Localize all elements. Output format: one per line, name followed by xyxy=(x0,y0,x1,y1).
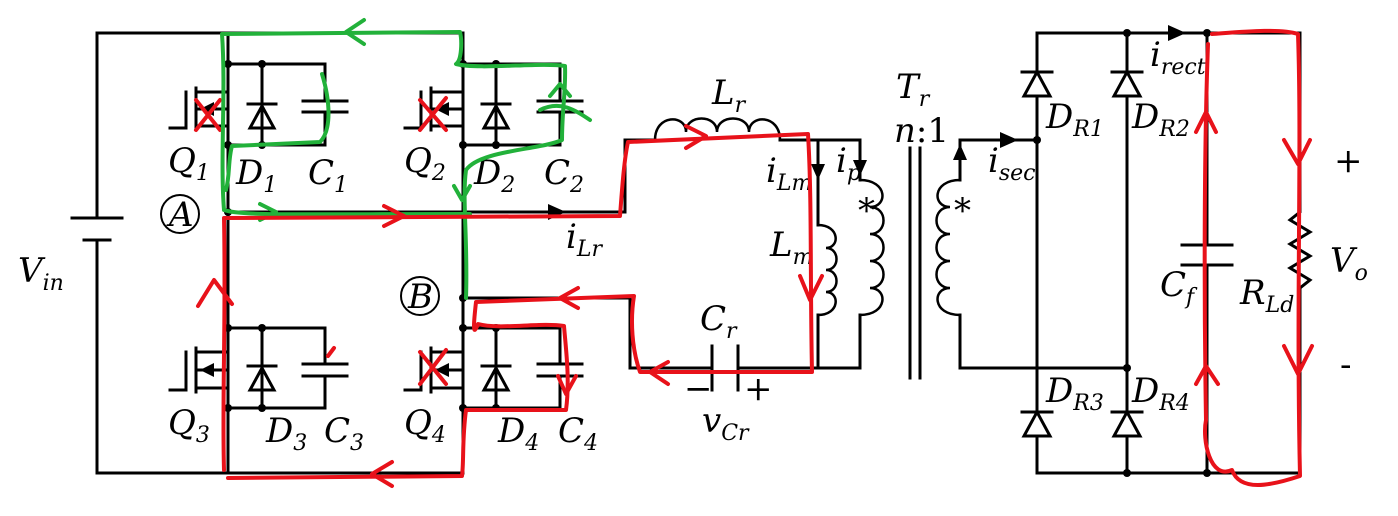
vin-battery xyxy=(70,216,124,242)
dr3-diode xyxy=(1020,408,1054,438)
lr-label: Lr xyxy=(711,73,747,118)
red-current-loop-primary xyxy=(221,132,814,480)
dr4-diode xyxy=(1110,408,1144,438)
c4-label: C4 xyxy=(558,411,598,456)
q4-off-mark xyxy=(418,348,448,386)
ilm-arrow xyxy=(811,148,825,180)
dr4-label: DR4 xyxy=(1131,371,1190,416)
dr2-label: DR2 xyxy=(1131,97,1190,142)
vin-label: Vin xyxy=(18,251,64,296)
red-arrowheads-primary xyxy=(196,124,824,488)
c3-capacitor xyxy=(301,354,349,387)
q2-label: Q2 xyxy=(404,141,446,186)
dr2-diode xyxy=(1110,68,1144,98)
c1-label: C1 xyxy=(308,153,348,198)
cr-label: Cr xyxy=(700,299,738,344)
d2-diode xyxy=(480,102,512,130)
transformer-core xyxy=(908,146,922,380)
cf-capacitor xyxy=(1180,243,1234,267)
dr3-label: DR3 xyxy=(1045,371,1104,416)
q1-off-mark xyxy=(194,98,222,132)
ip-arrow xyxy=(853,160,867,176)
output-plus-sign: + xyxy=(1334,141,1363,181)
q3-mosfet xyxy=(168,346,230,394)
lm-label: Lm xyxy=(769,225,813,270)
d3-diode xyxy=(246,364,278,392)
cr-plus-sign: + xyxy=(744,369,773,409)
d3-label: D3 xyxy=(265,411,307,456)
secondary-dot-marker: * xyxy=(954,191,971,231)
d1-diode xyxy=(246,102,278,130)
irect-label: irect xyxy=(1150,35,1206,80)
leg-b xyxy=(461,62,632,412)
secondary-wiring xyxy=(953,132,1129,370)
node-b-marker: B xyxy=(400,276,440,317)
output-minus-sign: - xyxy=(1340,345,1352,385)
svg-text:A: A xyxy=(166,195,194,235)
svg-text:B: B xyxy=(407,277,433,317)
ilr-label: iLr xyxy=(566,217,603,262)
d4-diode xyxy=(480,364,512,392)
q3-label: Q3 xyxy=(168,403,210,448)
red-current-loop-output xyxy=(1202,28,1302,487)
lm-inductor xyxy=(817,223,838,317)
primary-winding xyxy=(859,178,885,317)
output-wiring xyxy=(1205,31,1302,475)
q2-off-mark xyxy=(418,96,448,132)
vo-label: Vo xyxy=(1330,241,1368,286)
c3-label: C3 xyxy=(324,411,364,456)
turns-ratio-label: n:1 xyxy=(894,111,949,151)
dr1-diode xyxy=(1020,68,1054,98)
cr-minus-sign: − xyxy=(684,369,713,409)
q2-mosfet xyxy=(403,86,465,132)
d1-label: D1 xyxy=(235,153,277,198)
c2-label: C2 xyxy=(544,153,584,198)
d4-label: D4 xyxy=(497,411,539,456)
isec-label: isec xyxy=(988,141,1036,186)
tr-label: Tr xyxy=(896,67,931,112)
vcr-label: vCr xyxy=(702,401,750,446)
red-arrowheads-output xyxy=(1194,110,1314,386)
node-a-marker: A xyxy=(160,194,200,235)
cf-label: Cf xyxy=(1160,265,1198,310)
q4-label: Q4 xyxy=(404,403,446,448)
dr1-label: DR1 xyxy=(1045,97,1104,142)
secondary-winding xyxy=(935,178,961,317)
q1-label: Q1 xyxy=(168,141,210,186)
rld-label: RLd xyxy=(1239,273,1294,318)
green-current-loop xyxy=(220,30,592,300)
lr-inductor xyxy=(653,117,782,141)
ilm-label: iLm xyxy=(766,151,812,196)
green-arrowheads xyxy=(258,18,572,222)
primary-dot-marker: * xyxy=(858,191,875,231)
ip-label: ip xyxy=(836,141,861,186)
cr-capacitor xyxy=(710,344,740,392)
